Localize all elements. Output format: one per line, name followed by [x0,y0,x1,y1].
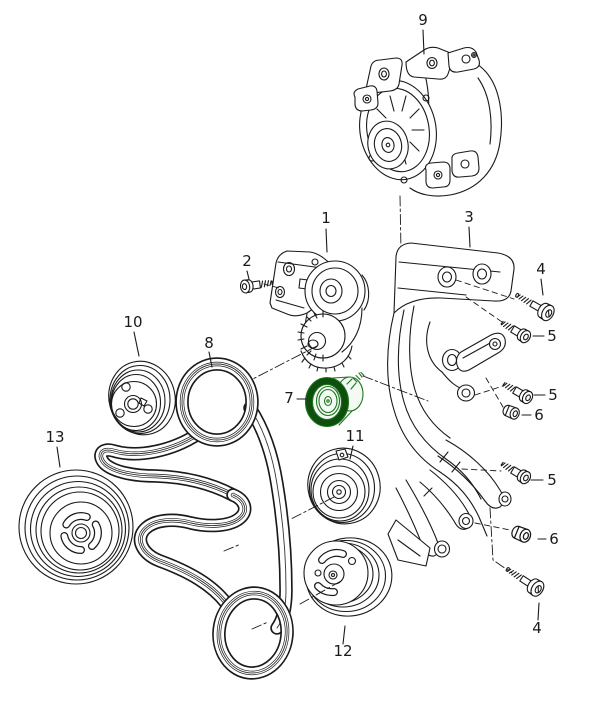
mount-ear [447,46,480,73]
axis-line [399,195,403,307]
axis-line [362,375,429,402]
callout-3: 3 [464,208,474,226]
mounting-bracket [387,242,515,567]
callout-11: 11 [345,427,364,445]
callout-13: 13 [45,428,64,446]
callout-12: 12 [333,642,352,660]
tensioner-bolt [239,275,280,295]
callout-1: 1 [321,209,331,227]
callout-6b: 6 [549,530,559,548]
bolt-4a [511,287,558,324]
pulley-12 [299,537,393,617]
spring-teeth [297,310,324,362]
pulley-10 [108,360,176,436]
pulley-13 [18,469,134,585]
mount-lug [451,150,480,178]
callout-10: 10 [123,313,142,331]
callout-2: 2 [242,252,252,270]
callout-5b: 5 [548,386,558,404]
callouts: 9 1 2 3 4 5 5 6 5 6 4 7 8 10 11 12 13 [45,11,558,660]
callout-5c: 5 [547,471,557,489]
callout-6a: 6 [534,406,544,424]
drive-belt [94,357,294,680]
axis-line [290,496,335,520]
axis-line [299,580,342,605]
bolt-5b [499,377,536,406]
callout-9: 9 [418,11,428,29]
belt-tensioner [242,250,370,385]
callout-4b: 4 [532,619,542,637]
bolt-4b [501,561,548,600]
callout-4a: 4 [536,260,546,278]
plug-6a [500,403,522,422]
pulley-11 [290,447,381,525]
assembly-guide-lines [455,279,515,574]
mount-lug [425,161,451,189]
bolt-5c [498,457,534,487]
callout-7: 7 [284,389,294,407]
plug-6b [509,523,534,545]
callout-8: 8 [204,334,214,352]
alternator [353,46,503,307]
axis-line [242,345,318,385]
idler-stud [346,371,365,390]
idler-pulley [304,371,429,428]
callout-5a: 5 [547,327,557,345]
